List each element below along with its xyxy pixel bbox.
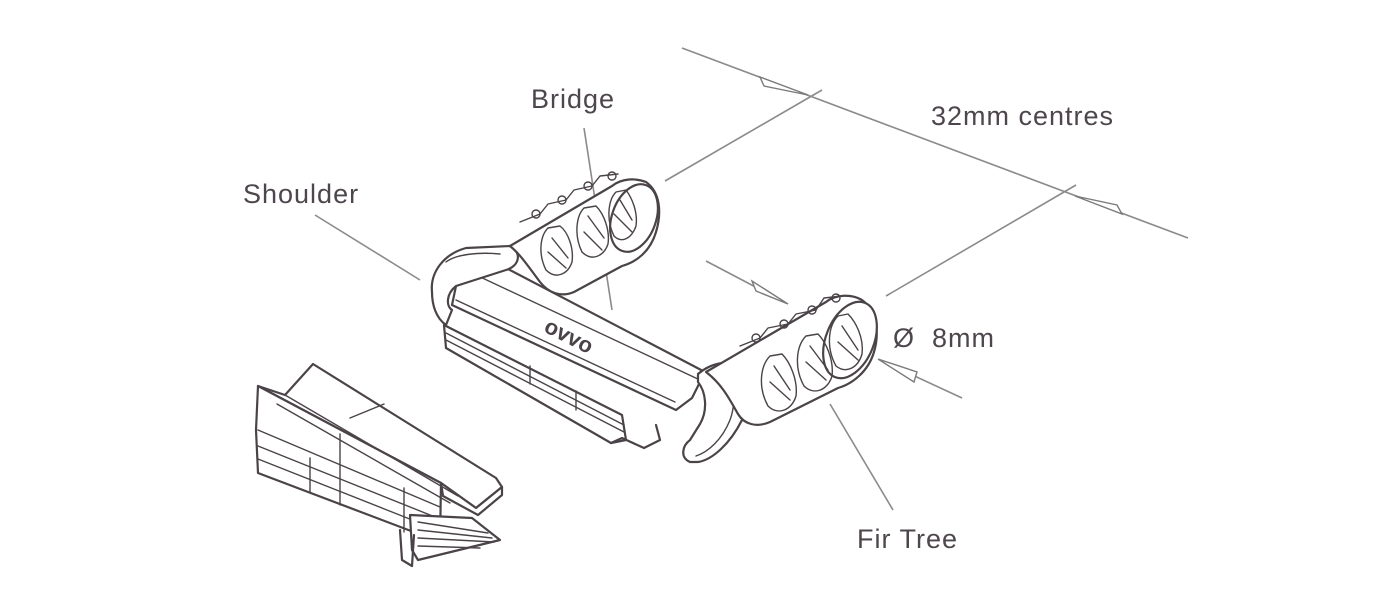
fir-tree-dowel-front bbox=[704, 293, 878, 426]
connector-body bbox=[430, 244, 751, 464]
shoulder-leader bbox=[314, 214, 421, 281]
centres-extension-line-bottom bbox=[885, 184, 1077, 297]
shoulder-label: Shoulder bbox=[243, 179, 359, 209]
centres-arrow-top bbox=[758, 75, 809, 96]
centres-label: 32mm centres bbox=[931, 101, 1114, 131]
labels: Bridge Shoulder 32mm centres Ø 8mm Fir T… bbox=[243, 84, 1114, 554]
bridge-label: Bridge bbox=[531, 84, 615, 114]
fir-tree-ribs-front bbox=[739, 293, 863, 412]
shoulder bbox=[430, 244, 519, 327]
diameter-arrow-top bbox=[750, 279, 789, 305]
fir-tree-label: Fir Tree bbox=[857, 524, 958, 554]
centres-arrow-bottom bbox=[1074, 195, 1124, 216]
diameter-label: Ø 8mm bbox=[893, 323, 995, 353]
diameter-arrow-bottom bbox=[877, 358, 918, 384]
cover-cap bbox=[254, 362, 504, 568]
centres-extension-line-top bbox=[664, 89, 823, 182]
fir-tree-ribs-back bbox=[519, 171, 638, 276]
fir-tree-dowel-back bbox=[508, 171, 661, 296]
fir-tree-leader bbox=[829, 403, 894, 511]
